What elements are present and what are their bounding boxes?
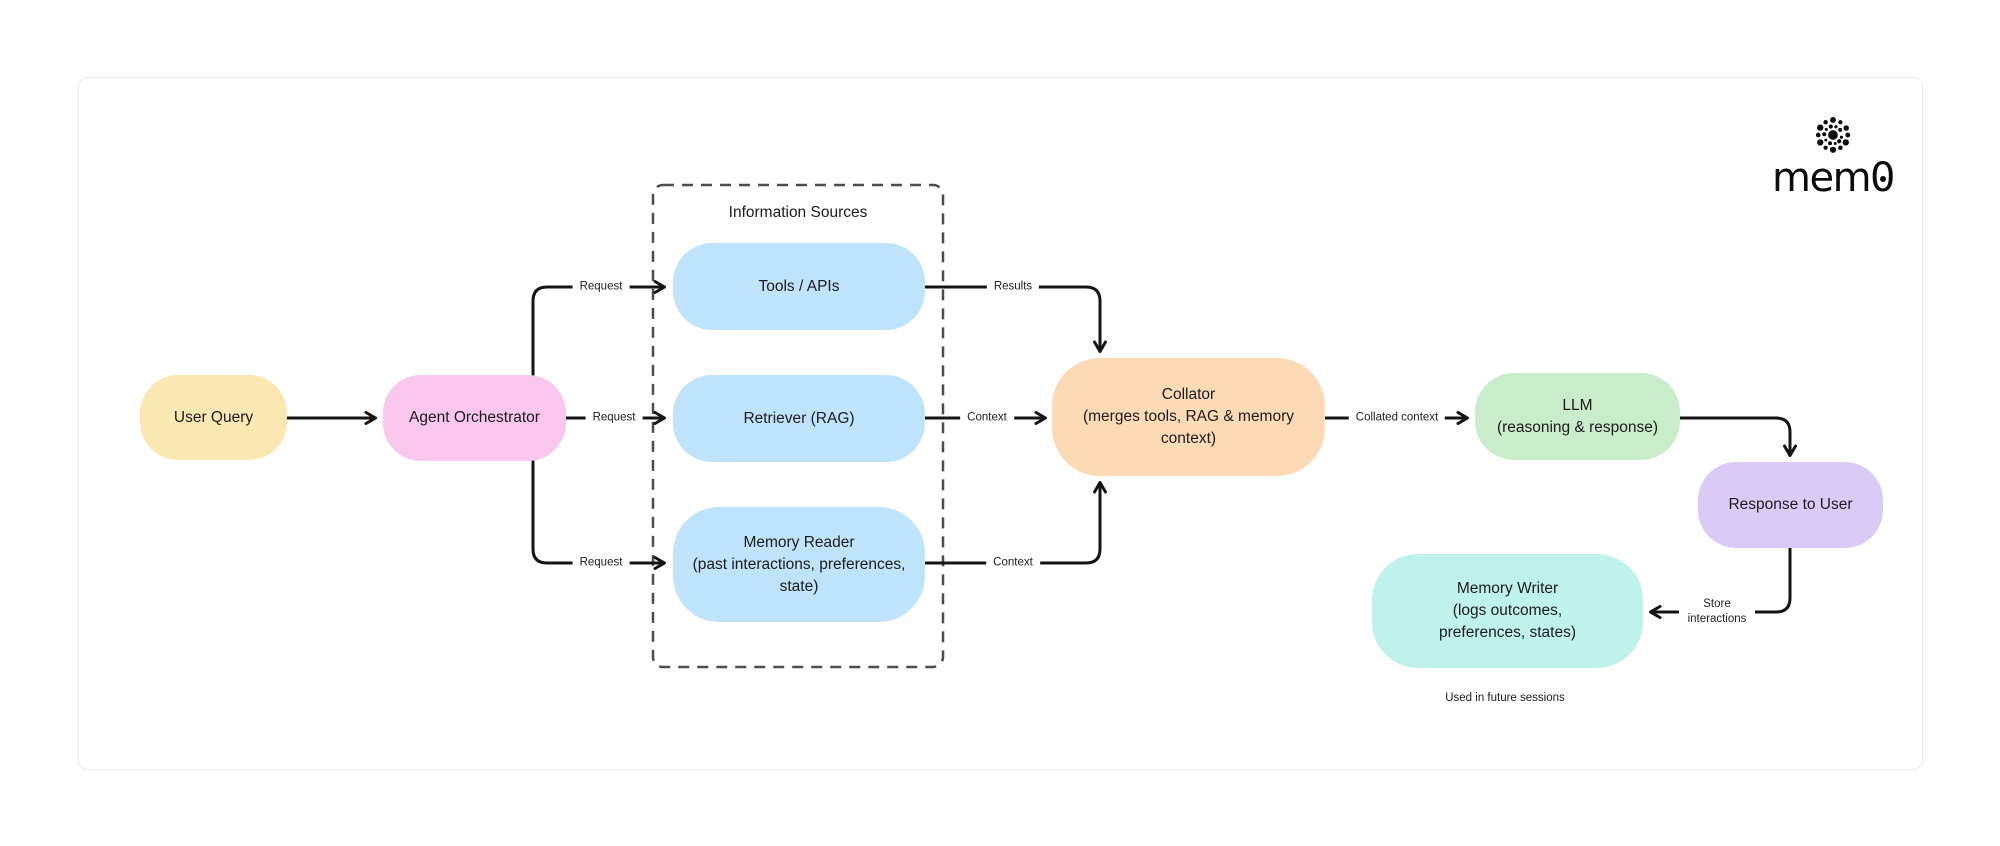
node-user-query: User Query: [140, 375, 287, 460]
node-memory-writer: Memory Writer (logs outcomes, preference…: [1372, 554, 1643, 668]
node-response-to-user: Response to User: [1698, 462, 1883, 548]
edge-label-store-interactions: Store interactions: [1679, 596, 1755, 628]
edge-label-results: Results: [986, 278, 1040, 296]
caption-used-in-future-sessions: Used in future sessions: [1445, 692, 1565, 704]
node-collator: Collator (merges tools, RAG & memory con…: [1052, 358, 1325, 476]
node-llm: LLM (reasoning & response): [1475, 373, 1680, 460]
edge-label-request-top: Request: [572, 278, 630, 296]
mem0-zero-dot-icon: [1880, 175, 1887, 182]
edge-label-context-bottom: Context: [986, 554, 1040, 572]
mem0-wordmark-prefix: mem: [1772, 155, 1872, 201]
mem0-logo: mem0: [1769, 114, 1897, 198]
edge-label-request-middle: Request: [585, 409, 643, 427]
node-agent-orchestrator: Agent Orchestrator: [383, 375, 566, 461]
info-sources-group-title: Information Sources: [728, 204, 868, 221]
node-memory-reader: Memory Reader (past interactions, prefer…: [673, 507, 925, 622]
edge-label-request-bottom: Request: [572, 554, 630, 572]
mem0-wordmark-zero: 0: [1870, 158, 1895, 198]
node-tools-apis: Tools / APIs: [673, 243, 925, 330]
mem0-dots-icon: [1815, 116, 1851, 153]
mem0-wordmark: mem0: [1772, 155, 1895, 201]
node-retriever-rag: Retriever (RAG): [673, 375, 925, 462]
edge-label-context-middle: Context: [960, 409, 1014, 427]
edge-label-collated-context: Collated context: [1348, 409, 1446, 427]
